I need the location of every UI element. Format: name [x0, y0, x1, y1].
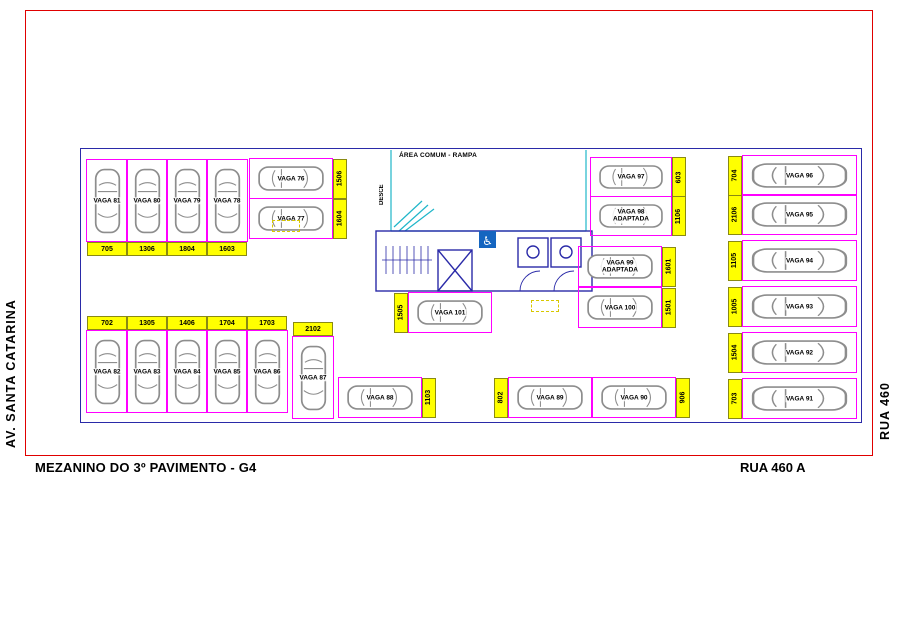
stall-label: VAGA 78 — [212, 196, 242, 205]
stall-label: VAGA 86 — [252, 367, 282, 376]
unit-tag-703: 703 — [728, 378, 742, 419]
unit-tag-1504: 1504 — [728, 332, 742, 373]
parking-stall-vaga-76: VAGA 76 — [249, 158, 333, 199]
stall-label: VAGA 92 — [784, 348, 815, 357]
stall-label: VAGA 93 — [784, 302, 815, 311]
ramp-direction-label: DESCE — [379, 184, 385, 205]
parking-stall-vaga-81: VAGA 81 — [86, 159, 128, 242]
parking-stall-vaga-100: VAGA 100 — [578, 287, 662, 328]
stall-label: VAGA 94 — [784, 256, 815, 265]
stall-label: VAGA 80 — [132, 196, 162, 205]
unit-tag-2106: 2106 — [728, 194, 742, 235]
stall-label: VAGA 100 — [603, 303, 637, 312]
unit-tag-1501: 1501 — [662, 287, 676, 328]
unit-tag-802: 802 — [494, 377, 508, 418]
parking-stall-vaga-77: VAGA 77 — [249, 198, 333, 239]
parking-stall-vaga-96: VAGA 96 — [742, 155, 857, 196]
stall-label: VAGA 91 — [784, 394, 815, 403]
parking-stall-vaga-88: VAGA 88 — [338, 377, 422, 418]
unit-tag-603: 603 — [672, 157, 686, 197]
parking-stall-vaga-84: VAGA 84 — [166, 330, 208, 413]
unit-tag-1305: 1305 — [127, 316, 167, 330]
parking-stall-vaga-79: VAGA 79 — [166, 159, 208, 242]
stall-label: VAGA 83 — [132, 367, 162, 376]
stall-label: VAGA 82 — [92, 367, 122, 376]
unit-tag-1804: 1804 — [167, 242, 207, 256]
parking-stall-vaga-97: VAGA 97 — [590, 157, 672, 197]
unit-tag-1306: 1306 — [127, 242, 167, 256]
street-label-bottom: RUA 460 A — [740, 460, 806, 475]
stall-label: VAGA 88 — [365, 393, 395, 402]
parking-stall-vaga-90: VAGA 90 — [592, 377, 676, 418]
floor-marker-2 — [531, 300, 559, 312]
stall-label: VAGA 90 — [619, 393, 649, 402]
stall-label: VAGA 85 — [212, 367, 242, 376]
parking-stall-vaga-101: VAGA 101 — [408, 292, 492, 333]
parking-stall-vaga-87: VAGA 87 — [292, 336, 334, 419]
ramp-area-label: ÁREA COMUM - RAMPA — [399, 152, 477, 159]
stall-label: VAGA 96 — [784, 171, 815, 180]
stall-label: VAGA 89 — [535, 393, 565, 402]
stall-label: VAGA 87 — [298, 373, 328, 382]
unit-tag-704: 704 — [728, 155, 742, 196]
parking-stall-vaga-89: VAGA 89 — [508, 377, 592, 418]
unit-tag-906: 906 — [676, 377, 690, 418]
parking-stall-vaga-82: VAGA 82 — [86, 330, 128, 413]
parking-stall-vaga-92: VAGA 92 — [742, 332, 857, 373]
unit-tag-1604: 1604 — [333, 198, 347, 239]
parking-stall-vaga-93: VAGA 93 — [742, 286, 857, 327]
unit-tag-1703: 1703 — [247, 316, 287, 330]
stall-label: VAGA 101 — [433, 308, 467, 317]
unit-tag-1704: 1704 — [207, 316, 247, 330]
stall-label: VAGA 81 — [92, 196, 122, 205]
stall-label: VAGA 95 — [784, 210, 815, 219]
lot-boundary — [25, 10, 873, 456]
plan-title: MEZANINO DO 3º PAVIMENTO - G4 — [35, 460, 257, 475]
stall-label: VAGA 97 — [616, 173, 646, 181]
unit-tag-1506: 1506 — [333, 158, 347, 199]
unit-tag-2102: 2102 — [293, 322, 333, 336]
street-label-left: AV. SANTA CATARINA — [4, 299, 18, 448]
stall-label: VAGA 76 — [276, 174, 306, 183]
parking-stall-vaga-83: VAGA 83 — [126, 330, 168, 413]
parking-stall-vaga-78: VAGA 78 — [206, 159, 248, 242]
unit-tag-702: 702 — [87, 316, 127, 330]
parking-stall-vaga-95: VAGA 95 — [742, 194, 857, 235]
parking-stall-vaga-80: VAGA 80 — [126, 159, 168, 242]
unit-tag-1406: 1406 — [167, 316, 207, 330]
unit-tag-1505: 1505 — [394, 292, 408, 333]
unit-tag-1005: 1005 — [728, 286, 742, 327]
parking-stall-vaga-91: VAGA 91 — [742, 378, 857, 419]
unit-tag-1105: 1105 — [728, 240, 742, 281]
parking-stall-vaga-94: VAGA 94 — [742, 240, 857, 281]
floor-marker-1 — [272, 220, 300, 232]
stall-label: VAGA 84 — [172, 367, 202, 376]
street-label-right: RUA 460 — [878, 382, 892, 440]
unit-tag-1601: 1601 — [662, 246, 676, 287]
parking-stall-vaga-85: VAGA 85 — [206, 330, 248, 413]
unit-tag-705: 705 — [87, 242, 127, 256]
parking-stall-vaga-86: VAGA 86 — [246, 330, 288, 413]
unit-tag-1603: 1603 — [207, 242, 247, 256]
building-outline — [80, 148, 862, 423]
unit-tag-1106: 1106 — [672, 196, 686, 236]
unit-tag-1103: 1103 — [422, 377, 436, 418]
stall-label: VAGA 79 — [172, 196, 202, 205]
stall-label: VAGA 77 — [276, 214, 306, 223]
